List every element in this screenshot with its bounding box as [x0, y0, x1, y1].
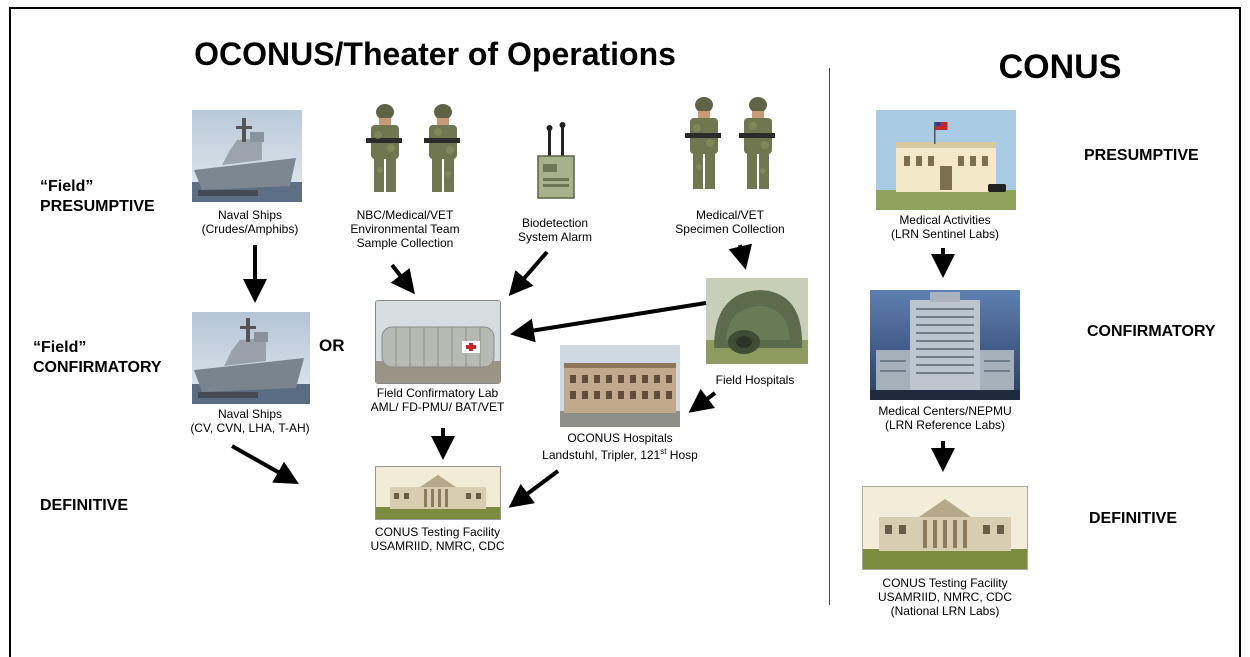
oconus-hospitals-caption: OCONUS Hospitals Landstuhl, Tripler, 121… — [542, 431, 698, 462]
conus-title: CONUS — [998, 48, 1122, 86]
conus-testing-caption-2: CONUS Testing Facility USAMRIID, NMRC, C… — [878, 576, 1012, 618]
nbc-team-soldiers-image — [358, 100, 473, 193]
flow-arrows — [231, 243, 955, 508]
naval-ship-image-2 — [192, 312, 310, 404]
medical-activities-building-image — [876, 110, 1016, 210]
naval-ships-caption-2: Naval Ships (CV, CVN, LHA, T-AH) — [190, 407, 310, 435]
or-label: OR — [319, 336, 345, 355]
arrow-oconus-to-conus — [508, 469, 560, 508]
conus-testing-facility-image-2 — [862, 486, 1028, 570]
medical-vet-soldiers-image — [678, 93, 788, 191]
naval-ship-image-1 — [192, 110, 302, 202]
field-lab-caption: Field Confirmatory Lab AML/ FD-PMU/ BAT/… — [370, 386, 505, 414]
medical-activities-caption: Medical Activities (LRN Sentinel Labs) — [890, 213, 1000, 241]
arrow-medvet-to-fieldhosp — [728, 243, 753, 270]
arrow-nbc-to-lab — [390, 263, 415, 295]
arrow-ship2-to-conus — [231, 444, 299, 484]
field-confirmatory-label: “Field” CONFIRMATORY — [33, 339, 162, 376]
medical-vet-caption: Medical/VET Specimen Collection — [675, 208, 785, 236]
slide-frame — [9, 7, 1241, 657]
conus-testing-caption-1: CONUS Testing Facility USAMRIID, NMRC, C… — [370, 525, 505, 553]
oconus-hospital-image — [560, 345, 680, 427]
naval-ships-caption-1: Naval Ships (Crudes/Amphibs) — [201, 208, 299, 236]
biodetection-caption: Biodetection System Alarm — [517, 216, 592, 244]
field-hospitals-caption: Field Hospitals — [715, 373, 795, 387]
field-lab-tent-image — [375, 300, 501, 384]
theater-title: OCONUS/Theater of Operations — [194, 36, 676, 72]
definitive-label: DEFINITIVE — [40, 497, 129, 514]
conus-presumptive-label: PRESUMPTIVE — [1084, 147, 1199, 164]
conus-confirmatory-label: CONFIRMATORY — [1087, 323, 1216, 340]
conus-testing-facility-image-1 — [375, 466, 501, 520]
medical-centers-caption: Medical Centers/NEPMU (LRN Reference Lab… — [878, 404, 1012, 432]
arrow-bio-to-lab — [508, 250, 549, 297]
section-divider — [829, 68, 830, 605]
conus-definitive-label: DEFINITIVE — [1089, 510, 1178, 527]
field-presumptive-label: “Field” PRESUMPTIVE — [40, 178, 155, 215]
medical-center-building-image — [870, 290, 1020, 400]
arrow-fieldhosp-to-lab — [510, 301, 707, 343]
nbc-team-caption: NBC/Medical/VET Environmental Team Sampl… — [350, 208, 460, 250]
biodetection-device-image — [528, 122, 584, 202]
arrow-fieldhosp-to-oconus — [688, 388, 717, 413]
field-hospital-tent-image — [706, 278, 808, 364]
